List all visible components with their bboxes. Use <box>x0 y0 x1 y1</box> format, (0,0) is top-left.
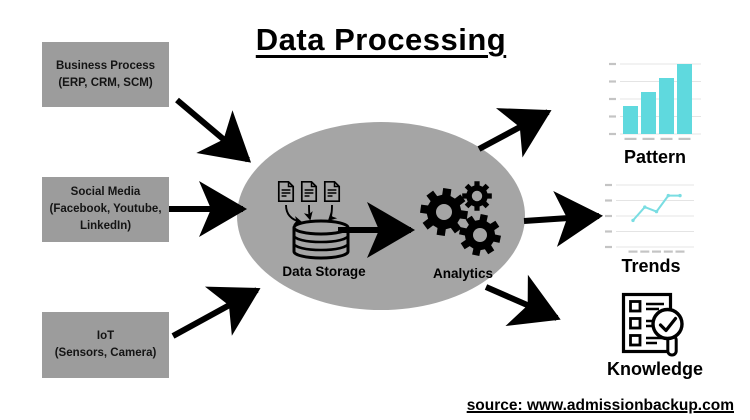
magnifier-check-icon <box>651 307 684 357</box>
doc-to-db-arrow <box>303 204 313 221</box>
knowledge-label: Knowledge <box>606 359 704 379</box>
input-box-social-media: Social Media (Facebook, Youtube, LinkedI… <box>42 177 169 242</box>
data-storage-icon <box>277 180 350 260</box>
bar <box>659 78 674 134</box>
page-title: Data Processing <box>255 22 507 57</box>
arrow-process-to-pattern <box>477 108 552 158</box>
pattern-chart-bars <box>623 64 692 134</box>
doc-to-db-arrow <box>327 204 338 222</box>
input-box-line: (Sensors, Camera) <box>54 347 157 359</box>
input-box-line: (ERP, CRM, SCM) <box>58 76 153 89</box>
trends-chart-gridlines <box>616 184 694 248</box>
source-credit: source: www.admissionbackup.com <box>466 397 734 414</box>
input-box-line: IoT <box>96 330 115 343</box>
gear-hole <box>436 204 452 220</box>
database-cylinder-icon <box>292 219 350 260</box>
input-box-line: LinkedIn) <box>79 219 132 232</box>
pattern-chart-axis-ticks <box>609 62 691 140</box>
pattern-bar-chart <box>609 62 701 140</box>
doc-to-db-arrow <box>285 204 303 225</box>
pattern-label: Pattern <box>623 147 687 167</box>
magnifier-lens <box>651 307 684 341</box>
gear-hole <box>473 228 487 242</box>
checkmark-icon <box>658 316 678 333</box>
analytics-gears-icon <box>420 181 501 256</box>
arrow-process-to-knowledge <box>484 274 561 327</box>
gear-hole <box>471 190 483 202</box>
data-storage-label: Data Storage <box>282 264 366 279</box>
input-box-line: (Facebook, Youtube, <box>49 203 162 216</box>
input-box-business-process: Business Process (ERP, CRM, SCM) <box>42 42 169 107</box>
arrow-process-to-trends <box>523 190 603 247</box>
input-box-line: Social Media <box>70 186 141 199</box>
trends-polyline <box>632 194 680 222</box>
trends-line-chart <box>605 183 694 253</box>
trends-label: Trends <box>621 256 681 276</box>
output-arrows <box>477 108 603 327</box>
arrow-iot-to-process <box>171 286 261 339</box>
analytics-label: Analytics <box>432 266 494 281</box>
trends-dots <box>631 193 682 223</box>
bar <box>623 106 638 134</box>
input-box-iot: IoT (Sensors, Camera) <box>42 312 169 378</box>
arrow-business-to-process <box>175 97 252 163</box>
knowledge-icon <box>621 292 684 357</box>
input-arrows <box>168 97 261 339</box>
bar <box>677 64 692 134</box>
bar <box>641 92 656 134</box>
trends-chart-axis-ticks <box>605 183 685 253</box>
input-box-line: Business Process <box>55 59 156 72</box>
